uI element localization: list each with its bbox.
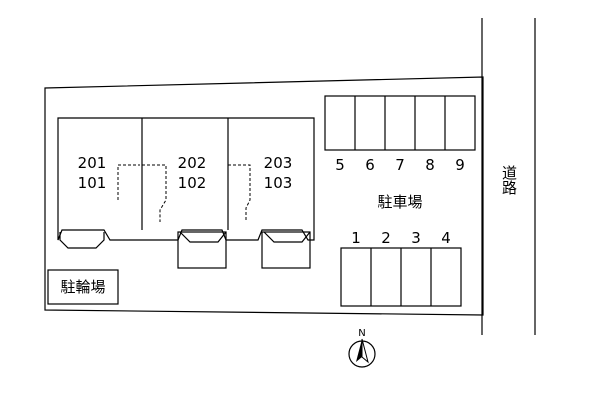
site-boundary [44,76,484,316]
parking-number: 1 [351,229,361,247]
entrance-103 [228,164,251,222]
balcony-103 [263,231,311,243]
parking-number: 2 [381,229,391,247]
unit-label-upper: 202 [178,154,207,172]
storage-102 [177,231,227,269]
unit-label-upper: 201 [78,154,107,172]
parking-number: 5 [335,156,345,174]
compass-needle-icon [356,339,362,362]
storage-103 [261,231,311,269]
compass-label: N [358,328,365,339]
unit-label-lower: 102 [178,174,207,192]
compass-needle-outline [361,338,369,364]
parking-number: 3 [411,229,421,247]
parking-row-upper [324,95,476,151]
unit-label-lower: 103 [264,174,293,192]
parking-number: 8 [425,156,435,174]
unit-label-upper: 203 [264,154,293,172]
parking-number: 7 [395,156,405,174]
bicycle-parking-box [47,269,119,305]
parking-number: 6 [365,156,375,174]
entrance-102 [142,164,167,222]
bicycle-parking-label: 駐輪場 [60,278,105,296]
unit-label-lower: 101 [78,174,107,192]
parking-label: 駐車場 [377,193,422,211]
parking-number: 4 [441,229,451,247]
balcony-101 [59,232,105,249]
balcony-102 [179,231,227,243]
road-label: 道路 [500,165,518,195]
parking-number: 9 [455,156,465,174]
entrance-101 [117,164,140,200]
